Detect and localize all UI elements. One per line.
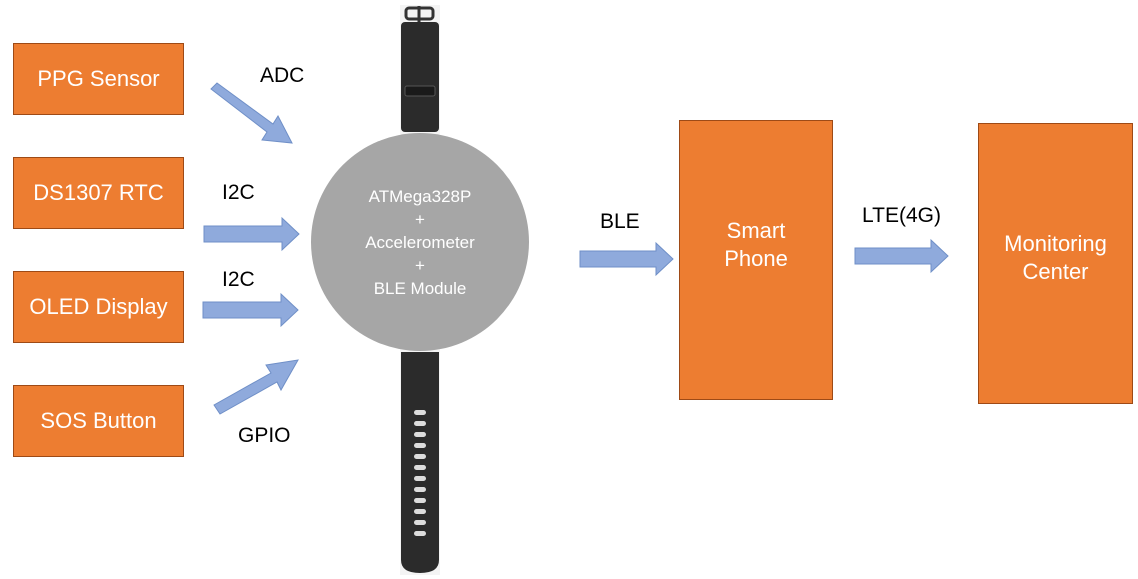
hub-line-ble-module: BLE Module	[373, 278, 467, 298]
monitoring-center-label: Monitoring Center	[1004, 231, 1107, 284]
arrow-i2c-rtc	[203, 216, 300, 252]
arrow-adc	[210, 82, 293, 144]
sos-button-box: SOS Button	[13, 385, 184, 457]
hub-line-mcu: ATMega328P	[368, 186, 472, 206]
hub-line-accelerometer: Accelerometer	[365, 232, 475, 252]
oled-display-box: OLED Display	[13, 271, 184, 343]
rtc-label: DS1307 RTC	[33, 180, 164, 205]
i2c-rtc-label: I2C	[222, 181, 255, 204]
ppg-sensor-label: PPG Sensor	[37, 66, 160, 91]
adc-label: ADC	[260, 64, 305, 87]
oled-display-label: OLED Display	[29, 294, 168, 319]
ppg-sensor-box: PPG Sensor	[13, 43, 184, 115]
monitoring-center-box: Monitoring Center	[978, 123, 1133, 404]
ble-label: BLE	[600, 210, 640, 233]
lte-label: LTE(4G)	[862, 204, 941, 227]
i2c-oled-label: I2C	[222, 268, 255, 291]
gpio-label: GPIO	[238, 424, 291, 447]
arrow-i2c-oled	[202, 292, 299, 328]
smartphone-box: Smart Phone	[679, 120, 833, 400]
arrow-lte	[854, 238, 949, 274]
sos-button-label: SOS Button	[40, 408, 157, 433]
arrow-gpio	[213, 359, 299, 415]
arrow-ble	[579, 241, 674, 277]
watch-strap-bottom	[401, 352, 439, 573]
hub-plus-2: +	[415, 255, 425, 275]
hub-plus-1: +	[415, 209, 425, 229]
rtc-box: DS1307 RTC	[13, 157, 184, 229]
smartphone-label: Smart Phone	[724, 218, 788, 271]
mcu-hub-circle: ATMega328P + Accelerometer + BLE Module	[311, 133, 529, 351]
